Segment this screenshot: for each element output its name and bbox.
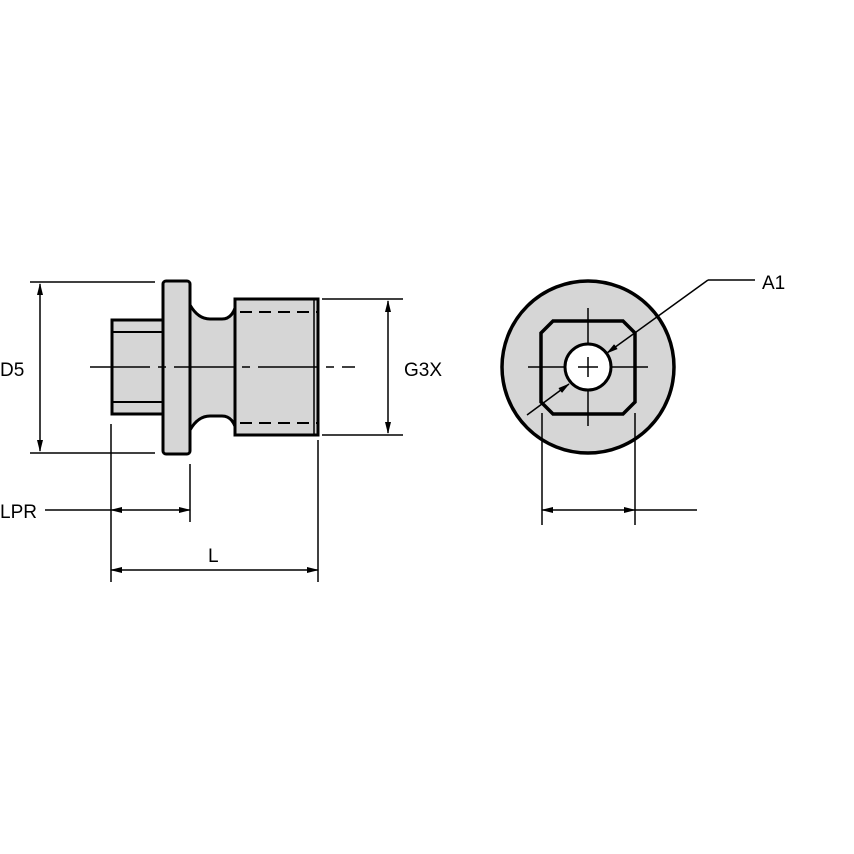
side-view — [90, 279, 355, 456]
label-l: L — [208, 546, 219, 567]
dimensions-end — [526, 279, 755, 525]
label-d5: D5 — [0, 360, 24, 381]
label-lpr: LPR — [0, 502, 37, 523]
square-drive — [539, 319, 637, 416]
label-a1: A1 — [762, 273, 785, 294]
dimensions-side — [30, 281, 403, 582]
label-g3x: G3X — [404, 360, 442, 381]
end-view — [500, 279, 676, 455]
